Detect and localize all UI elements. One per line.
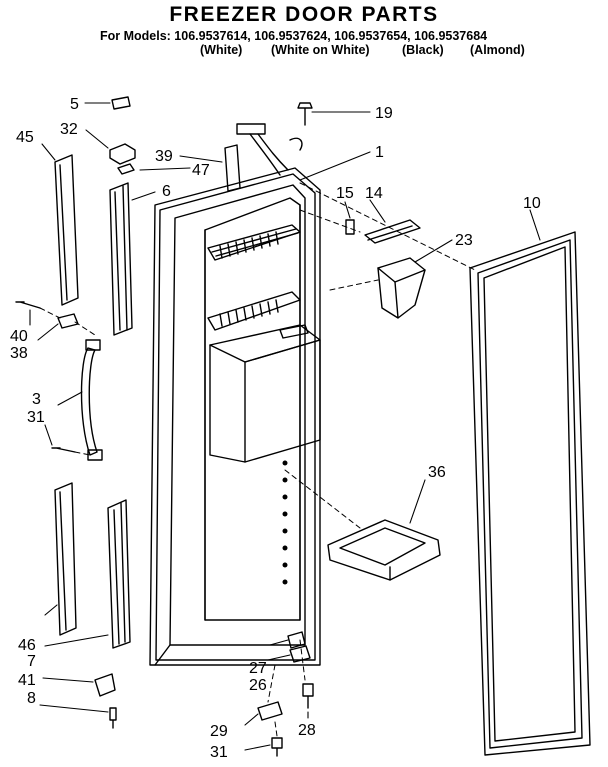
shelf-support-holes [282,460,288,585]
variant-white: (White) [200,43,243,57]
callout-1: 1 [375,144,384,161]
callout-36: 36 [428,464,446,481]
callout-45: 45 [16,129,34,146]
callout-38: 38 [10,345,28,362]
diagram-title: FREEZER DOOR PARTS [169,3,439,26]
callout-7: 7 [27,653,36,670]
callout-19: 19 [375,105,393,122]
callout-26: 26 [249,677,267,694]
callout-40: 40 [10,328,28,345]
callout-27: 27 [249,660,267,677]
callout-8: 8 [27,690,36,707]
door-handle [80,339,103,461]
freezer-door-liner [149,123,321,666]
assembly-lines [39,182,476,737]
callout-32: 32 [60,121,78,138]
callout-46: 46 [18,637,36,654]
leader-lines [29,102,541,751]
callout-28: 28 [298,722,316,739]
variant-almond: (Almond) [470,43,525,57]
callout-3: 3 [32,391,41,408]
callout-labels: 5 19 45 32 39 47 1 6 15 14 10 23 40 38 3… [10,96,541,761]
callout-31-upper: 31 [27,409,45,426]
door-gasket [469,231,591,756]
upper-trim-6 [109,182,133,336]
callout-10: 10 [523,195,541,212]
callout-15: 15 [336,185,354,202]
callout-23: 23 [455,232,473,249]
variant-white-on-white: (White on White) [271,43,370,57]
hardware [15,96,441,757]
callout-47: 47 [192,162,210,179]
callout-29: 29 [210,723,228,740]
lower-trim-7 [107,499,131,649]
callout-14: 14 [365,185,383,202]
variant-black: (Black) [402,43,444,57]
callout-5: 5 [70,96,79,113]
upper-trim-45 [54,154,79,306]
callout-39: 39 [155,148,173,165]
callout-6: 6 [162,183,171,200]
callout-41: 41 [18,672,36,689]
lower-trim-46 [54,482,77,636]
callout-31-lower: 31 [210,744,228,761]
models-line: For Models: 106.9537614, 106.9537624, 10… [100,29,488,43]
